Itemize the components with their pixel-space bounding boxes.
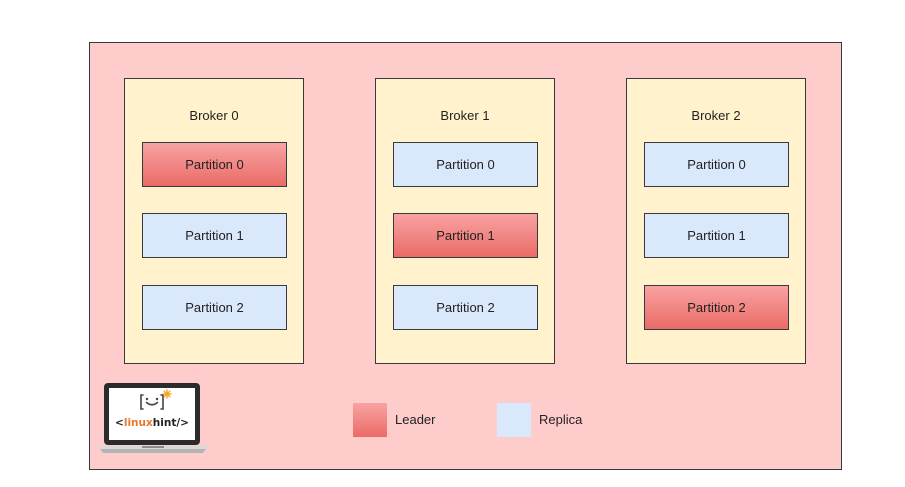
broker-2-partition-0-replica: Partition 0 xyxy=(644,142,789,187)
svg-text:<linuxhint/>: <linuxhint/> xyxy=(115,417,189,429)
broker-2: Broker 2 Partition 0 Partition 1 Partiti… xyxy=(626,78,806,364)
broker-0-partition-2-replica: Partition 2 xyxy=(142,285,287,330)
legend-replica-label: Replica xyxy=(539,412,583,427)
broker-0-partition-1-replica: Partition 1 xyxy=(142,213,287,258)
broker-1: Broker 1 Partition 0 Partition 1 Partiti… xyxy=(375,78,555,364)
legend-leader-label: Leader xyxy=(395,412,436,427)
broker-1-partition-0-replica: Partition 0 xyxy=(393,142,538,187)
broker-1-title: Broker 1 xyxy=(440,108,490,123)
broker-0: Broker 0 Partition 0 Partition 1 Partiti… xyxy=(124,78,304,364)
linuxhint-logo: <linuxhint/> xyxy=(97,382,209,458)
legend-leader-swatch xyxy=(353,403,387,437)
broker-1-partition-2-replica: Partition 2 xyxy=(393,285,538,330)
legend-replica-swatch xyxy=(497,403,531,437)
broker-2-partition-1-replica: Partition 1 xyxy=(644,213,789,258)
broker-0-partition-0-leader: Partition 0 xyxy=(142,142,287,187)
broker-2-title: Broker 2 xyxy=(691,108,741,123)
broker-0-title: Broker 0 xyxy=(189,108,239,123)
laptop-icon: <linuxhint/> xyxy=(98,383,208,453)
broker-1-partition-1-leader: Partition 1 xyxy=(393,213,538,258)
broker-2-partition-2-leader: Partition 2 xyxy=(644,285,789,330)
